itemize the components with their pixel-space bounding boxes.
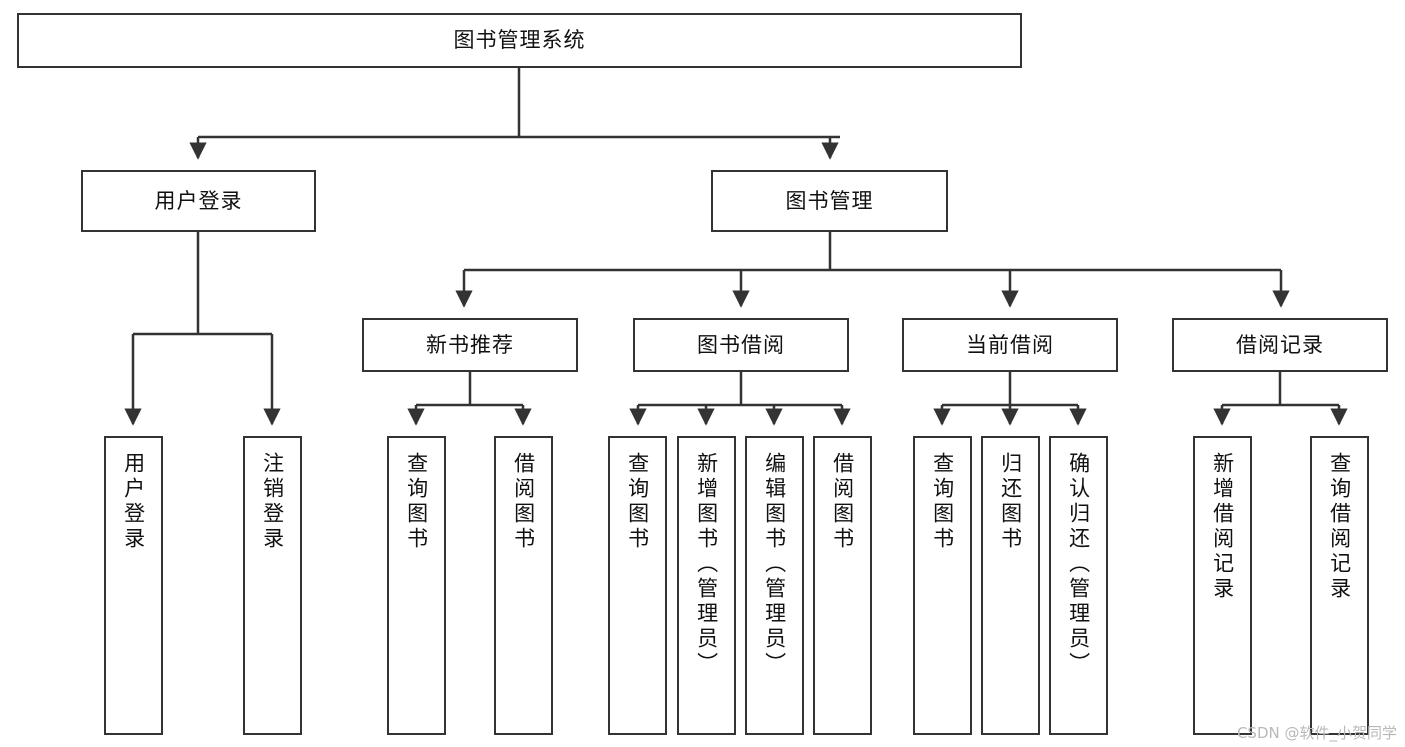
node-new-book-recommend[interactable]: 新书推荐 xyxy=(362,318,578,372)
node-label: 查询借阅记录 xyxy=(1327,452,1352,602)
node-leaf-query-book-2[interactable]: 查询图书 xyxy=(608,436,667,735)
node-leaf-user-login[interactable]: 用户登录 xyxy=(104,436,163,735)
node-leaf-query-record[interactable]: 查询借阅记录 xyxy=(1310,436,1369,735)
node-user-login[interactable]: 用户登录 xyxy=(81,170,316,232)
node-book-management-system[interactable]: 图书管理系统 xyxy=(17,13,1022,68)
node-label: 编辑图书（管理员） xyxy=(762,452,787,677)
node-label: 借阅图书 xyxy=(830,452,855,552)
node-leaf-query-book-1[interactable]: 查询图书 xyxy=(387,436,446,735)
node-label: 新增借阅记录 xyxy=(1210,452,1235,602)
node-label: 查询图书 xyxy=(404,452,429,552)
node-leaf-borrow-book-2[interactable]: 借阅图书 xyxy=(813,436,872,735)
watermark-text: CSDN @软件_小贺同学 xyxy=(1236,724,1397,742)
node-leaf-query-book-3[interactable]: 查询图书 xyxy=(913,436,972,735)
node-current-borrow[interactable]: 当前借阅 xyxy=(902,318,1118,372)
node-label: 当前借阅 xyxy=(966,332,1054,357)
node-label: 注销登录 xyxy=(260,452,285,552)
node-label: 图书借阅 xyxy=(697,332,785,357)
node-label: 图书管理系统 xyxy=(453,28,586,53)
node-leaf-add-book[interactable]: 新增图书（管理员） xyxy=(677,436,736,735)
node-label: 新书推荐 xyxy=(426,332,514,357)
node-label: 查询图书 xyxy=(625,452,650,552)
node-label: 借阅图书 xyxy=(511,452,536,552)
node-label: 用户登录 xyxy=(154,188,243,213)
node-label: 查询图书 xyxy=(930,452,955,552)
node-book-borrow[interactable]: 图书借阅 xyxy=(633,318,849,372)
node-label: 图书管理 xyxy=(785,188,874,213)
node-label: 借阅记录 xyxy=(1236,332,1324,357)
node-leaf-borrow-book-1[interactable]: 借阅图书 xyxy=(494,436,553,735)
node-leaf-add-record[interactable]: 新增借阅记录 xyxy=(1193,436,1252,735)
node-borrow-record[interactable]: 借阅记录 xyxy=(1172,318,1388,372)
node-leaf-return-book[interactable]: 归还图书 xyxy=(981,436,1040,735)
node-label: 确认归还（管理员） xyxy=(1066,452,1091,677)
node-book-management[interactable]: 图书管理 xyxy=(711,170,948,232)
node-leaf-logout-login[interactable]: 注销登录 xyxy=(243,436,302,735)
node-label: 新增图书（管理员） xyxy=(694,452,719,677)
node-leaf-edit-book[interactable]: 编辑图书（管理员） xyxy=(745,436,804,735)
node-leaf-confirm-return[interactable]: 确认归还（管理员） xyxy=(1049,436,1108,735)
node-label: 用户登录 xyxy=(121,452,146,552)
node-label: 归还图书 xyxy=(998,452,1023,552)
